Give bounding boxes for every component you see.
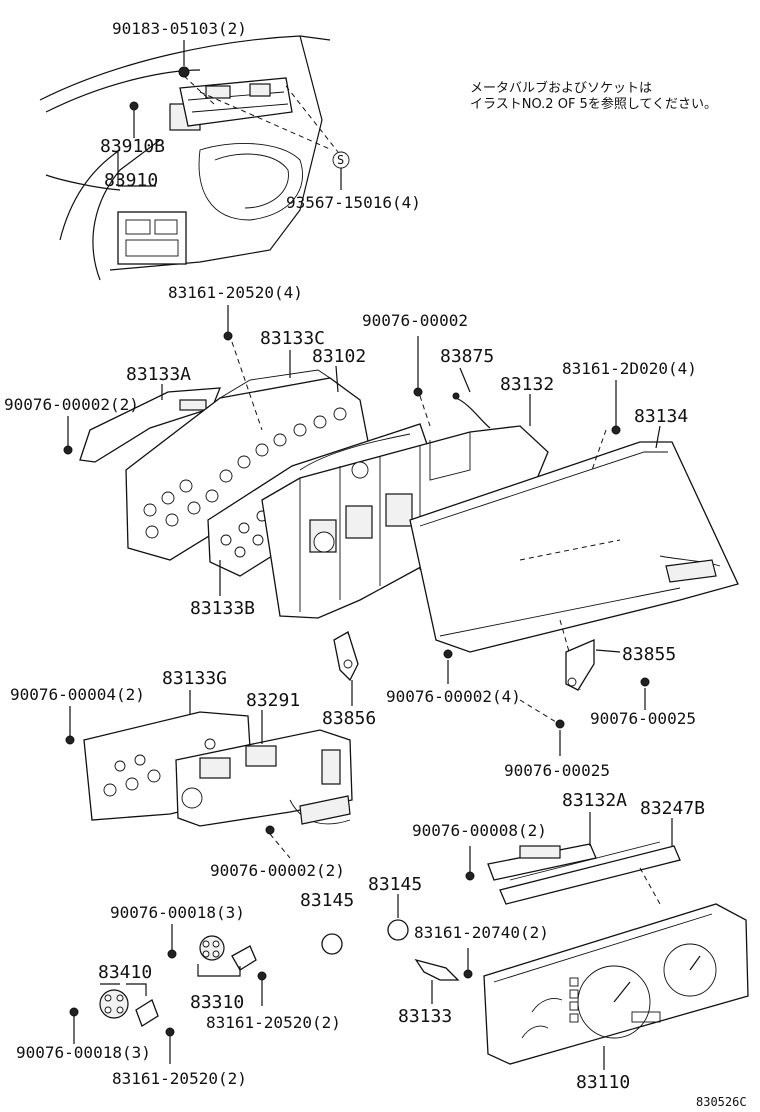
label-83291: 83291 [246,690,300,711]
label-90183-05103: 90183-05103(2) [112,19,247,38]
note-line-1: メータバルブおよびソケットは [470,80,652,96]
catalog-code: 830526C [696,1095,747,1109]
label-90076-00004: 90076-00004(2) [10,685,145,704]
circuit-group [65,690,353,859]
tachometer-dial [663,943,717,997]
label-83145-b: 83145 [368,874,422,895]
label-90076-00002-4: 90076-00002(4) [386,687,521,706]
label-90076-00018-a: 90076-00018(3) [110,903,245,922]
screw-icon [555,719,565,729]
label-83102: 83102 [312,346,366,367]
s-marker-label: S [337,153,344,167]
label-83310: 83310 [190,992,244,1013]
socket-group [69,924,267,1064]
screw-icon [443,649,453,659]
lens-logo [665,559,717,583]
label-83161-20740: 83161-20740(2) [414,923,549,942]
label-83133A: 83133A [126,364,191,385]
label-83132A: 83132A [562,790,627,811]
part-83856 [333,631,359,682]
label-90076-00025-b: 90076-00025 [504,761,610,780]
label-83134: 83134 [634,406,688,427]
part-83855 [565,639,595,691]
screw-icon [611,425,621,435]
screw-icon [413,387,423,397]
label-83910B: 83910B [100,136,165,157]
label-83875: 83875 [440,346,494,367]
label-83133: 83133 [398,1006,452,1027]
part-83410 [99,989,129,1019]
board-holes [143,407,347,539]
label-83110: 83110 [576,1072,630,1093]
part-83247B [499,845,681,905]
label-83856: 83856 [322,708,376,729]
label-83410: 83410 [98,962,152,983]
screw-icon [223,331,233,341]
label-83145-a: 83145 [300,890,354,911]
label-83133C: 83133C [260,328,325,349]
label-83133G: 83133G [162,668,227,689]
label-83855: 83855 [622,644,676,665]
inset-cluster [179,77,293,127]
label-90076-00002-2-mid: 90076-00002(2) [210,861,345,880]
label-83161-20520-2a: 83161-20520(2) [206,1013,341,1032]
label-83161-2D020: 83161-2D020(4) [562,359,697,378]
label-90076-00002-2-left: 90076-00002(2) [4,395,139,414]
part-83110-meter [483,903,749,1070]
label-83133B: 83133B [190,598,255,619]
label-90076-00025-a: 90076-00025 [590,709,696,728]
label-90076-00002-top: 90076-00002 [362,311,468,330]
exploded-cluster [63,305,739,756]
label-83161-20520-4: 83161-20520(4) [168,283,303,302]
label-90076-00008: 90076-00008(2) [412,821,547,840]
screw-icon [640,677,650,687]
label-83132: 83132 [500,374,554,395]
part-83133 [414,958,460,981]
part-83145-b [387,919,409,941]
label-83161-20520-2b: 83161-20520(2) [112,1069,247,1088]
screw-icon [63,445,73,455]
label-83247B: 83247B [640,798,705,819]
dashboard-inset [39,35,350,281]
part-83145-a [321,933,343,955]
label-83910: 83910 [104,170,158,191]
note-line-2: イラストNO.2 OF 5を参照してください。 [470,96,717,112]
label-90076-00018-b: 90076-00018(3) [16,1043,151,1062]
inset-screw-icon [178,66,190,78]
lens-strip-group [465,812,681,905]
inset-clip-icon [129,101,139,111]
part-83134-lens [409,441,739,653]
label-93567-15016: 93567-15016(4) [286,193,421,212]
